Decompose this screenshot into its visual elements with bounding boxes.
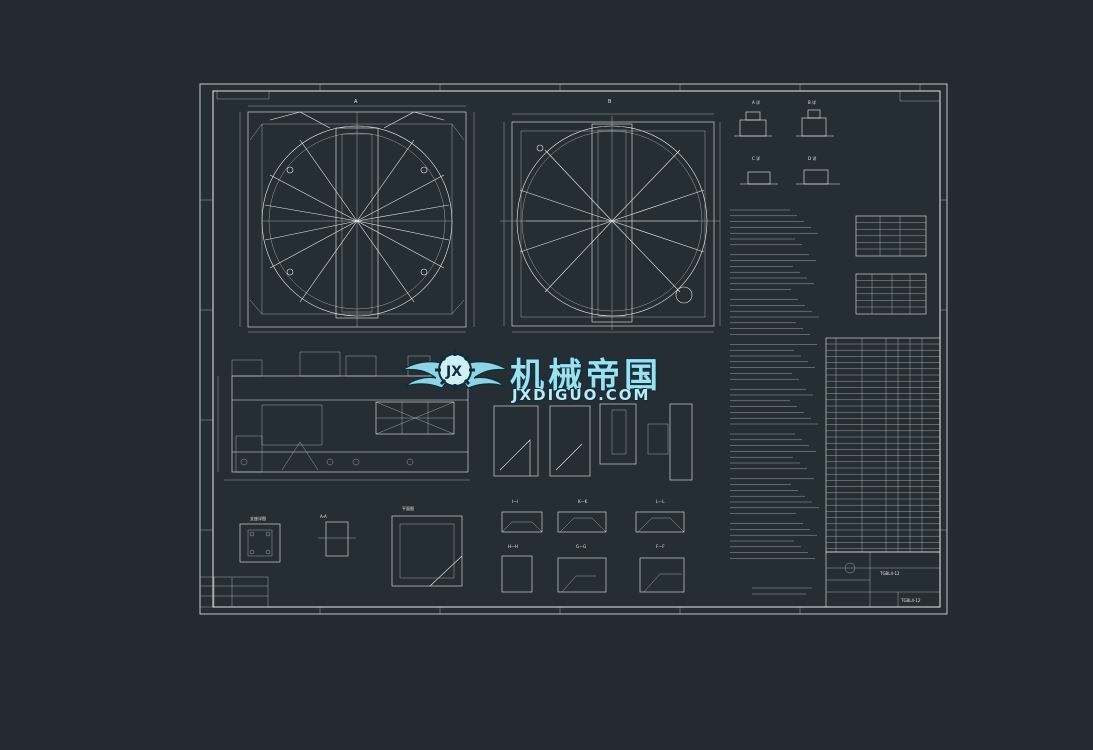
- svg-text:B 详: B 详: [808, 99, 816, 105]
- section-label-g: G—G: [576, 544, 586, 549]
- detail-views-top: [734, 109, 840, 185]
- parts-list: [825, 337, 941, 553]
- svg-text:A: A: [354, 99, 358, 105]
- title-block: TGBL4-12 TGBL4-12: [825, 551, 941, 608]
- drawing-number: TGBL4-12: [900, 598, 921, 603]
- svg-text:A-A: A-A: [320, 514, 327, 519]
- technical-notes: [730, 209, 819, 559]
- revision-block: [199, 576, 269, 608]
- svg-text:B: B: [608, 99, 612, 105]
- section-label-h: H—H: [508, 544, 518, 549]
- watermark-url: JXDIGUO.COM: [512, 386, 651, 404]
- svg-text:D 详: D 详: [808, 155, 816, 161]
- section-label-l: L—L: [656, 499, 665, 504]
- bottom-details-left: 支座详图 A-A 平面图: [239, 505, 463, 587]
- svg-text:C 详: C 详: [752, 155, 760, 161]
- drawing-sheet: [199, 83, 948, 615]
- notes-footer: [752, 587, 812, 595]
- svg-text:TGBL4-12: TGBL4-12: [879, 571, 900, 576]
- section-views: I—I K—K L—L H—H G—G F—F: [501, 499, 685, 593]
- side-elevation: [217, 351, 470, 481]
- watermark-logo: JX 机械帝国 JXDIGUO.COM: [400, 340, 700, 410]
- svg-text:A 详: A 详: [752, 99, 760, 105]
- svg-text:平面图: 平面图: [402, 505, 414, 511]
- watermark-title: 机械帝国: [510, 356, 662, 396]
- plan-view-right: B: [500, 99, 721, 333]
- middle-details: [493, 403, 693, 481]
- gear-wings-icon: JX: [401, 350, 509, 390]
- section-label-k: K—K: [578, 499, 588, 504]
- svg-text:支座详图: 支座详图: [250, 515, 266, 521]
- section-label-i: I—I: [512, 499, 518, 504]
- svg-text:JX: JX: [445, 364, 462, 380]
- plan-view-left: A: [239, 99, 475, 333]
- spec-table-upper: [855, 215, 927, 315]
- section-label-f: F—F: [656, 544, 665, 549]
- detail-views-top-labels: A 详 B 详 C 详 D 详: [752, 99, 816, 161]
